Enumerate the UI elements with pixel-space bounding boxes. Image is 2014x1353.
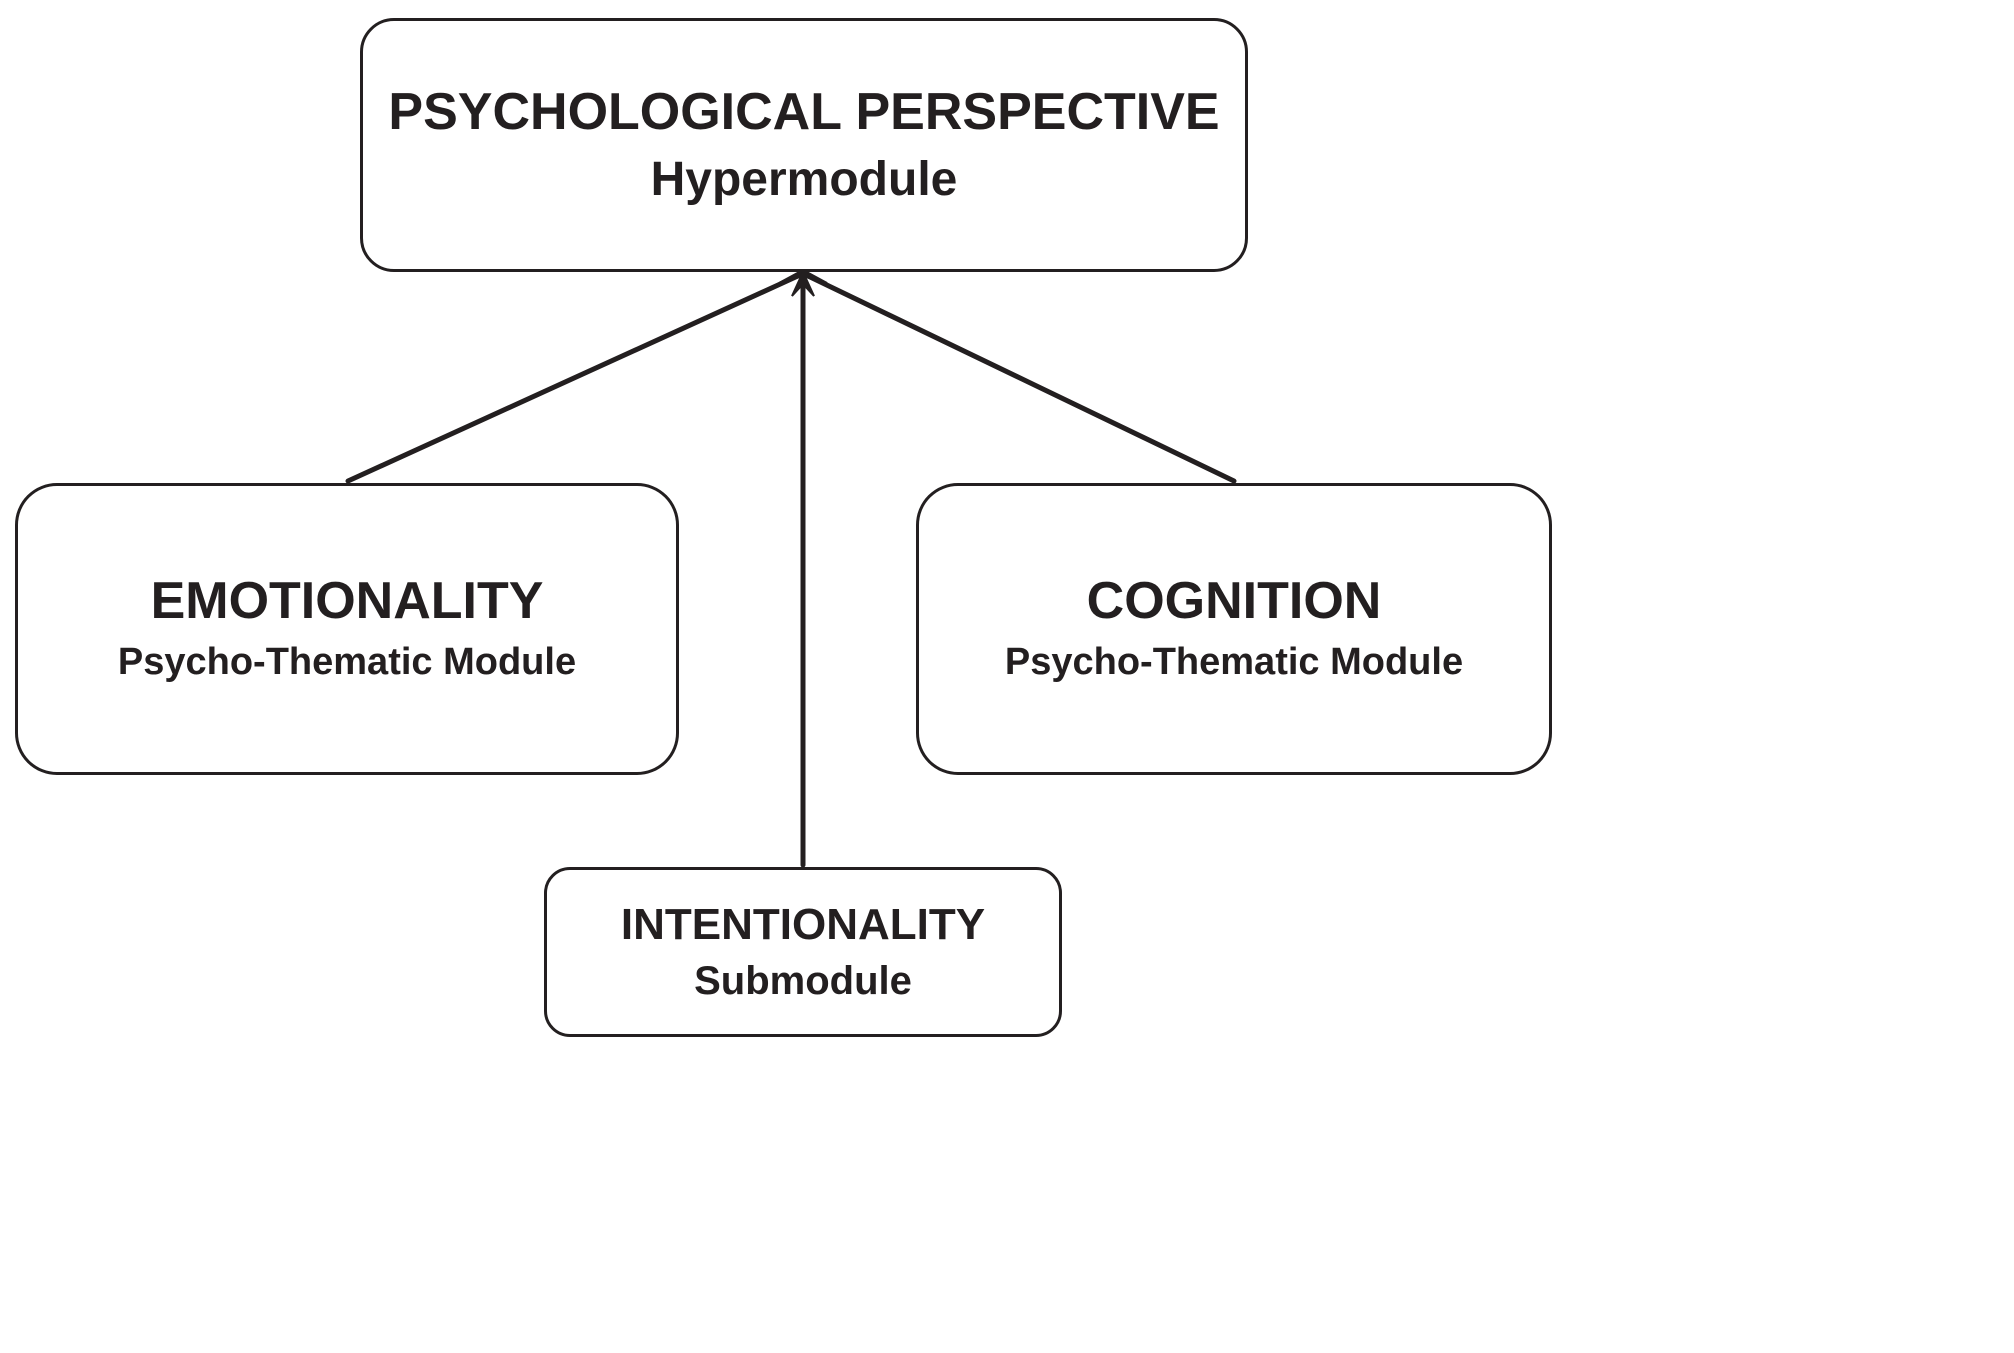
emotionality-title: EMOTIONALITY bbox=[150, 572, 544, 630]
edge-emotionality-to-hypermodule bbox=[345, 272, 803, 484]
arrowhead-icon bbox=[778, 268, 828, 297]
hypermodule-title: PSYCHOLOGICAL PERSPECTIVE bbox=[388, 83, 1220, 141]
diagram-connectors bbox=[345, 268, 1237, 868]
intentionality-title: INTENTIONALITY bbox=[620, 900, 986, 949]
intentionality-subtitle: Submodule bbox=[694, 959, 912, 1003]
intentionality-submodule-box: INTENTIONALITY Submodule bbox=[544, 867, 1062, 1037]
emotionality-subtitle: Psycho-Thematic Module bbox=[117, 641, 577, 683]
cognition-subtitle: Psycho-Thematic Module bbox=[1004, 641, 1464, 683]
hypermodule-box: PSYCHOLOGICAL PERSPECTIVE Hypermodule bbox=[360, 18, 1248, 272]
cognition-title: COGNITION bbox=[1086, 572, 1382, 630]
emotionality-module-box: EMOTIONALITY Psycho-Thematic Module bbox=[15, 483, 679, 775]
edge-cognition-to-hypermodule bbox=[803, 272, 1237, 484]
cognition-module-box: COGNITION Psycho-Thematic Module bbox=[916, 483, 1552, 775]
hypermodule-subtitle: Hypermodule bbox=[650, 153, 958, 206]
